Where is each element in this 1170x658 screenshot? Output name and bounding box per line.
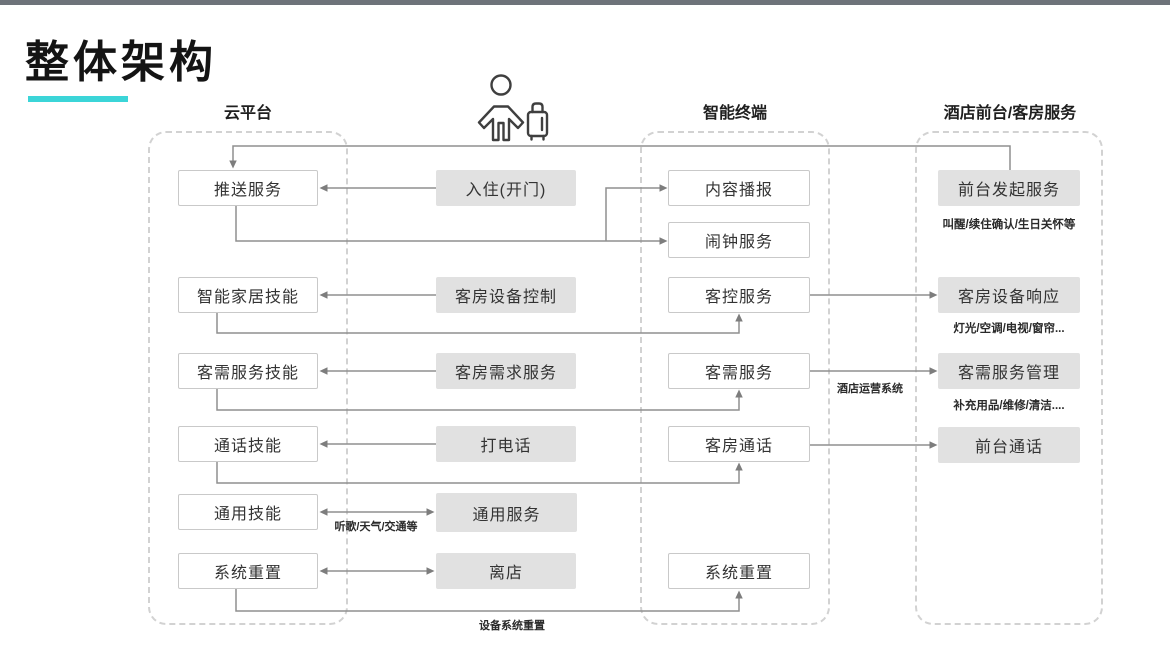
- node-content-broadcast: 内容播报: [668, 170, 810, 206]
- node-push-service: 推送服务: [178, 170, 318, 206]
- edge-label-hotel-ops: 酒店运营系统: [837, 383, 903, 395]
- node-general-skill: 通用技能: [178, 494, 318, 530]
- node-guest-need-skill: 客需服务技能: [178, 353, 318, 389]
- node-front-desk-call: 前台通话: [938, 427, 1080, 463]
- page-title: 整体架构: [25, 38, 217, 87]
- title-underline: [28, 96, 128, 102]
- container-cloud-platform: [148, 131, 348, 625]
- node-room-need-service: 客房需求服务: [436, 353, 576, 389]
- node-room-call: 客房通话: [668, 426, 810, 462]
- header-smart-terminal: 智能终端: [702, 105, 767, 122]
- container-hotel-service: [915, 131, 1103, 625]
- node-guest-need-service: 客需服务: [668, 353, 810, 389]
- node-room-device-response: 客房设备响应: [938, 277, 1080, 313]
- header-cloud-platform: 云平台: [223, 105, 272, 122]
- edge-label-device-reset: 设备系统重置: [479, 620, 545, 632]
- node-guest-need-management: 客需服务管理: [938, 353, 1080, 389]
- top-bar: [0, 0, 1170, 5]
- person-with-luggage-icon: [477, 74, 549, 142]
- node-make-call: 打电话: [436, 426, 576, 462]
- node-check-out: 离店: [436, 553, 576, 589]
- node-front-desk-initiated-service: 前台发起服务: [938, 170, 1080, 206]
- node-general-service: 通用服务: [436, 493, 577, 532]
- node-call-skill: 通话技能: [178, 426, 318, 462]
- caption-room-device-response: 灯光/空调/电视/窗帘...: [953, 323, 1065, 335]
- node-system-reset-cloud: 系统重置: [178, 553, 318, 589]
- container-smart-terminal: [640, 131, 830, 625]
- node-room-device-control: 客房设备控制: [436, 277, 576, 313]
- caption-guest-need-management: 补充用品/维修/清洁....: [953, 400, 1065, 412]
- caption-front-desk-initiated-service: 叫醒/续住确认/生日关怀等: [942, 219, 1076, 231]
- node-alarm-service: 闹钟服务: [668, 222, 810, 258]
- edge-label-general-service: 听歌/天气/交通等: [334, 521, 418, 533]
- node-guest-control-service: 客控服务: [668, 277, 810, 313]
- header-hotel-service: 酒店前台/客房服务: [943, 105, 1077, 122]
- node-check-in-open-door: 入住(开门): [436, 170, 576, 206]
- node-system-reset-terminal: 系统重置: [668, 553, 810, 589]
- node-smart-home-skill: 智能家居技能: [178, 277, 318, 313]
